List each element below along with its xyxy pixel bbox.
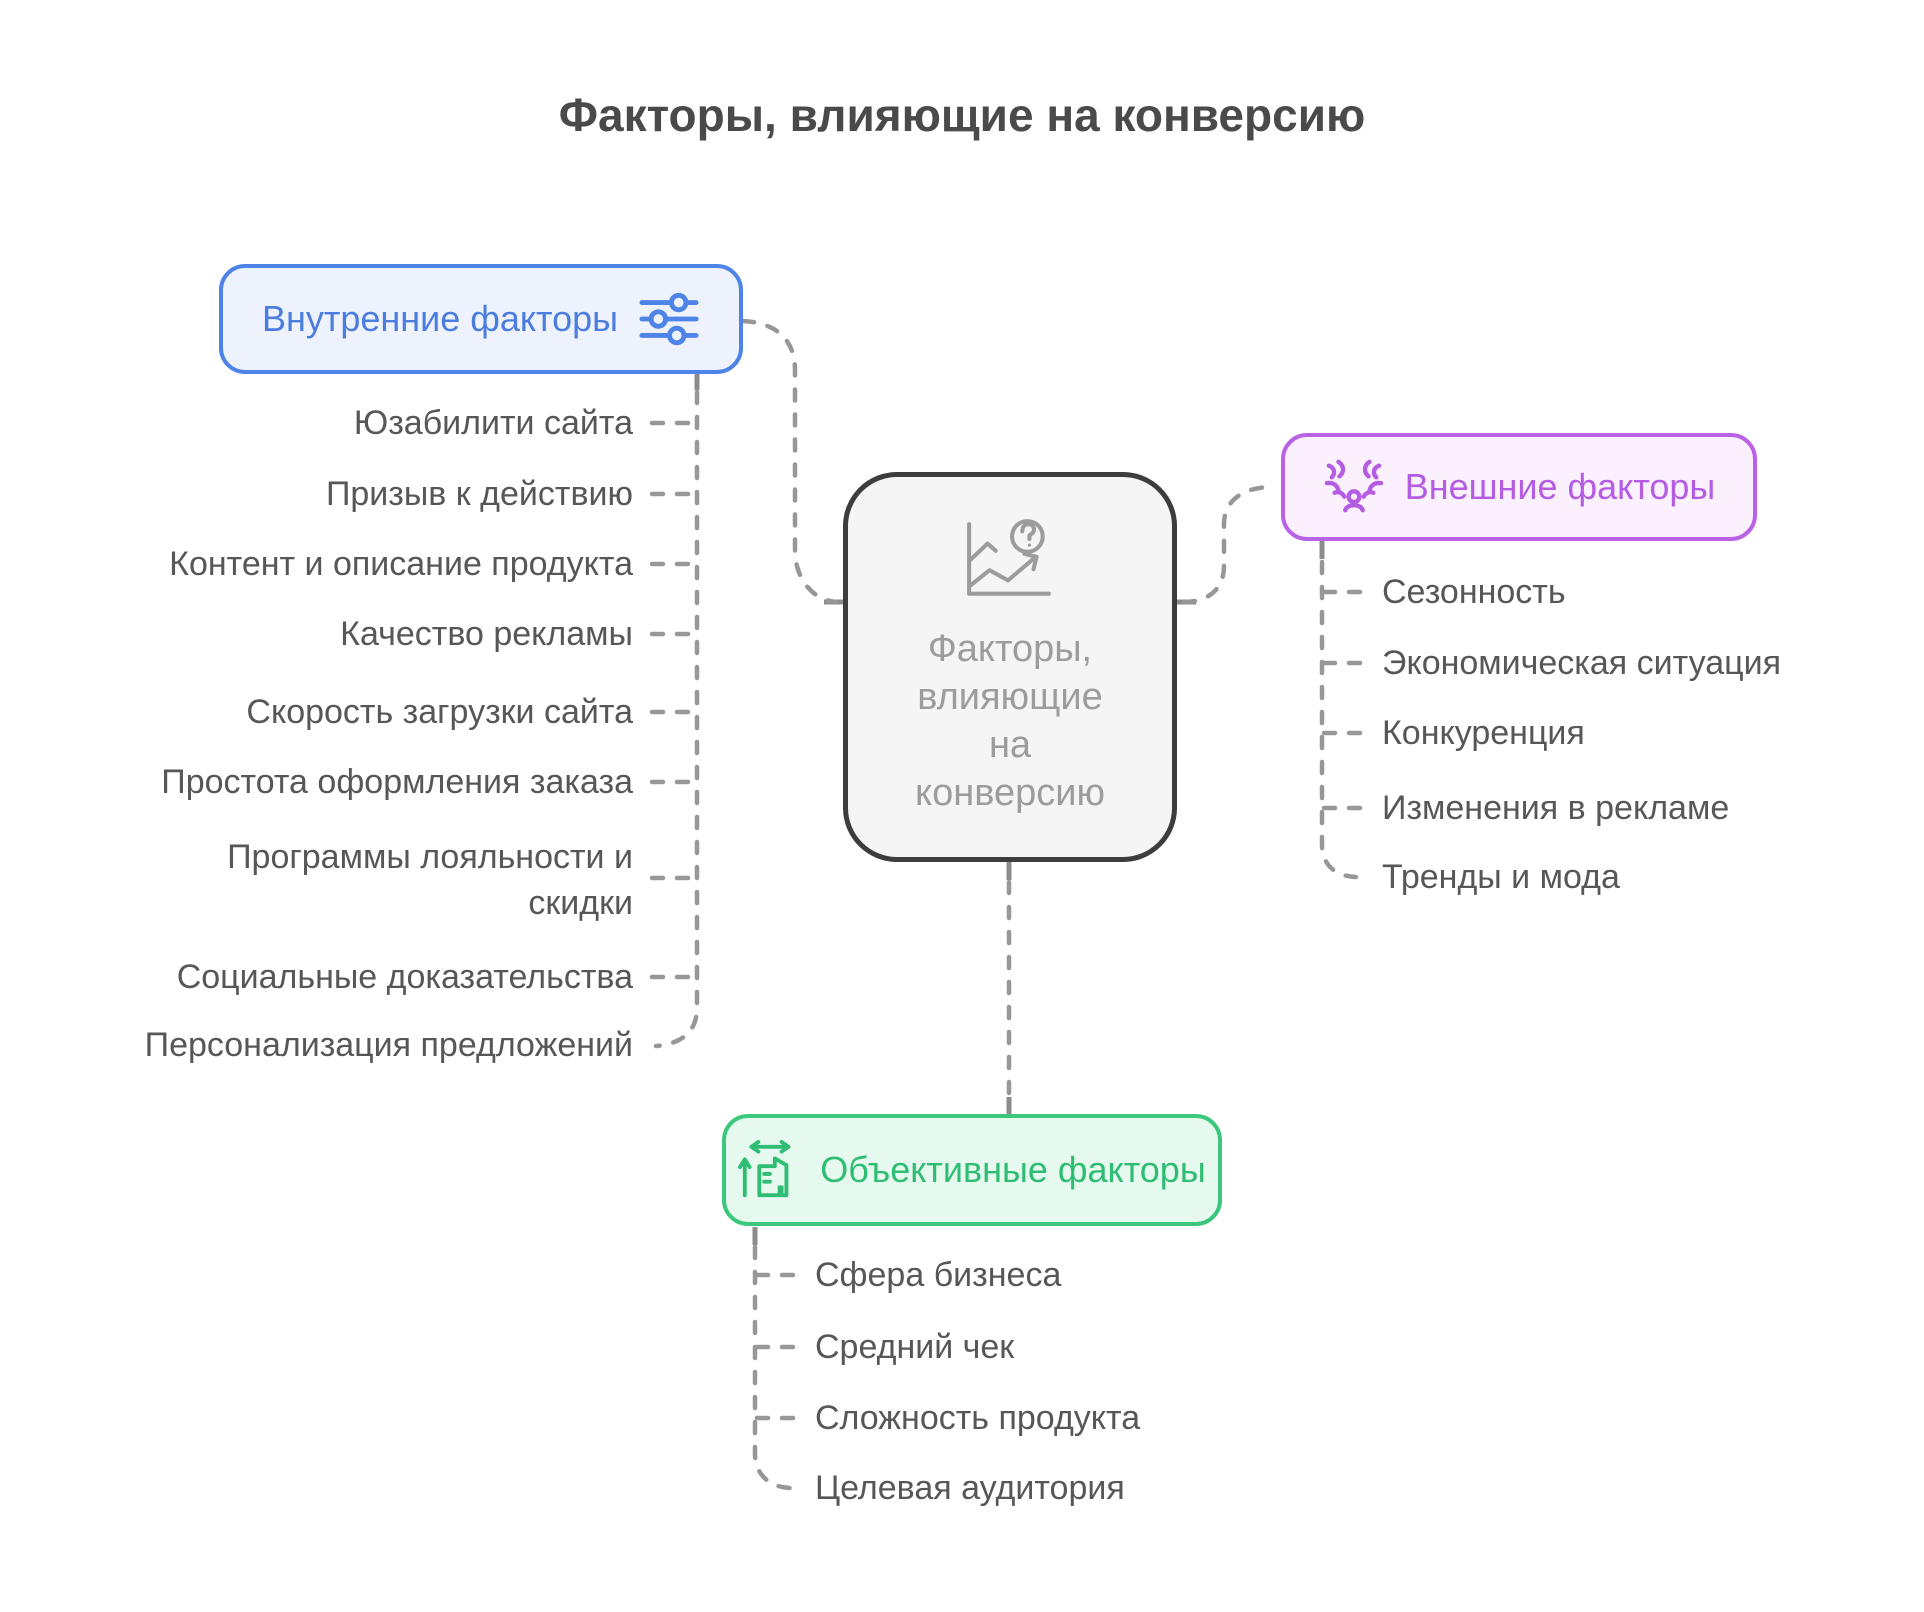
branch-external-factors: Внешние факторы <box>1281 433 1757 541</box>
external-factors-label: Внешние факторы <box>1404 466 1716 507</box>
internal-factor-item: Программы лояльности и скидки <box>227 838 633 922</box>
internal-factor-item: Социальные доказательства <box>176 958 633 996</box>
center-label-line: влияющие <box>917 676 1103 719</box>
internal-factor-item: Скорость загрузки сайта <box>246 693 633 731</box>
internal-factor-item: Персонализация предложений <box>144 1026 633 1064</box>
chart-question-icon <box>958 516 1062 608</box>
people-pressure-icon <box>1323 456 1385 518</box>
sliders-icon <box>638 288 700 350</box>
link-internal-to-center <box>740 318 839 605</box>
center-label-line: конверсию <box>915 771 1105 814</box>
objective-factor-item: Сфера бизнеса <box>815 1256 1062 1294</box>
external-spine <box>1319 559 1359 880</box>
center-node-label: Факторы, влияющие на конверсию <box>915 626 1105 818</box>
branch-objective-factors: Объективные факторы <box>722 1114 1222 1226</box>
external-factor-item: Тренды и мода <box>1382 858 1620 896</box>
external-factor-item: Изменения в рекламе <box>1382 789 1730 827</box>
center-label-line: Факторы, <box>927 628 1093 671</box>
center-label-line: на <box>988 724 1032 766</box>
external-factor-item: Экономическая ситуация <box>1382 644 1782 682</box>
external-factor-item: Конкуренция <box>1382 714 1585 752</box>
internal-factors-label: Внутренние факторы <box>261 298 619 339</box>
internal-factor-item: Юзабилити сайта <box>353 404 633 442</box>
internal-spine <box>653 389 700 1049</box>
objective-factor-item: Средний чек <box>815 1328 1015 1366</box>
external-factor-item: Сезонность <box>1382 573 1566 611</box>
objective-factor-item: Сложность продукта <box>815 1399 1141 1437</box>
internal-factor-item: Качество рекламы <box>340 615 633 653</box>
objective-factor-item: Целевая аудитория <box>815 1469 1125 1507</box>
branch-internal-factors: Внутренние факторы <box>219 264 743 374</box>
diagram-title: Факторы, влияющие на конверсию <box>558 89 1366 141</box>
center-node: Факторы, влияющие на конверсию <box>843 472 1177 862</box>
internal-factor-item: Призыв к действию <box>325 475 633 513</box>
link-center-to-external <box>1181 484 1275 605</box>
objective-spine <box>752 1244 793 1491</box>
internal-factor-item: Контент и описание продукта <box>169 545 633 583</box>
internal-factor-item: Простота оформления заказа <box>161 763 633 801</box>
objective-factors-label: Объективные факторы <box>820 1149 1206 1190</box>
building-growth-icon <box>738 1139 800 1201</box>
